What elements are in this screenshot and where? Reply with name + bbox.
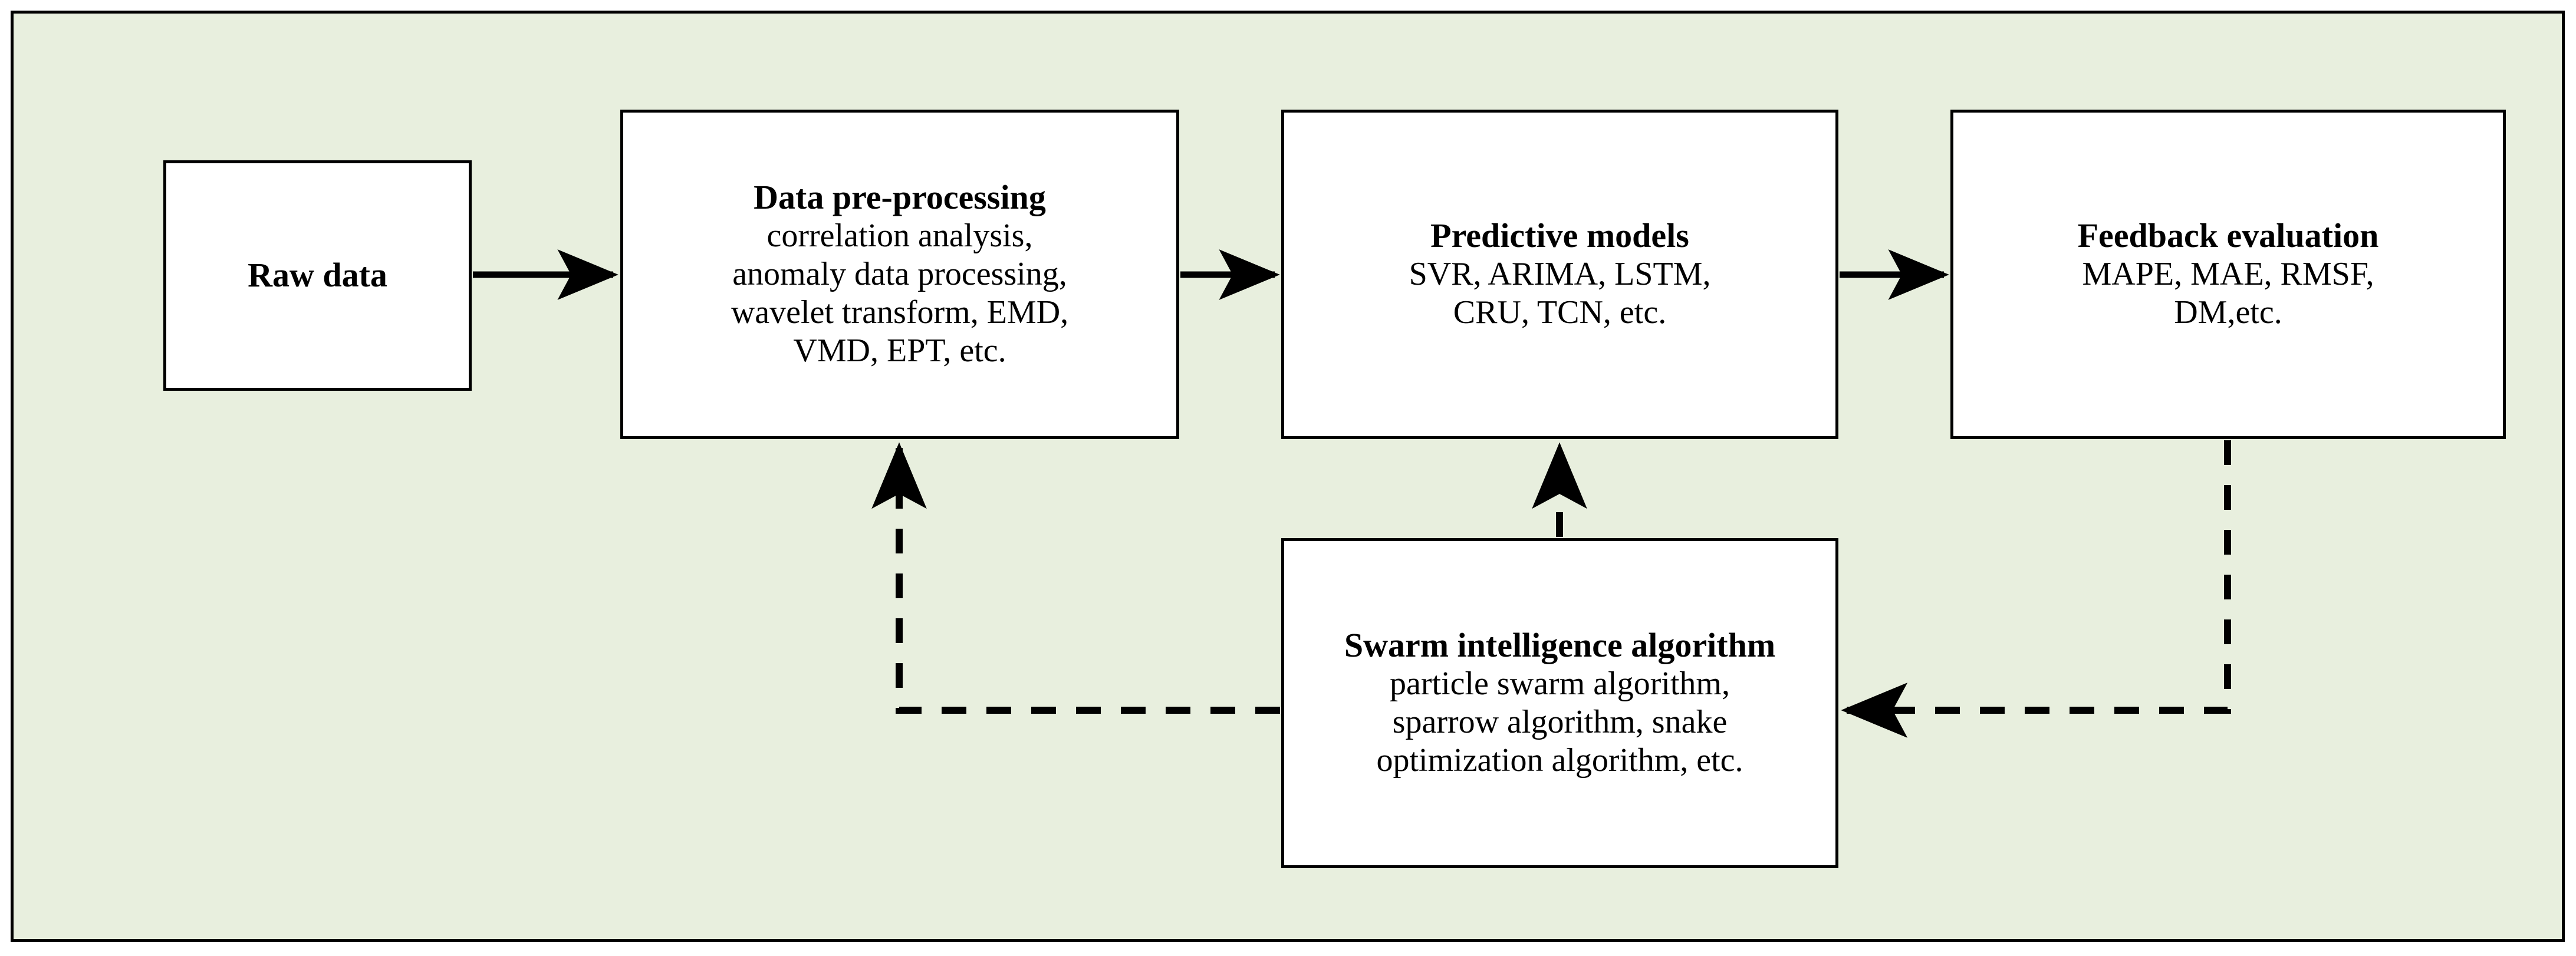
- node-swarm-intelligence-title: Swarm intelligence algorithm: [1344, 626, 1776, 665]
- node-feedback-evaluation-line-2: DM,etc.: [2174, 294, 2282, 331]
- node-predictive-models-title: Predictive models: [1430, 216, 1689, 255]
- node-data-preprocessing-line-2: anomaly data processing,: [732, 256, 1067, 293]
- node-data-preprocessing-line-3: wavelet transform, EMD,: [731, 294, 1069, 331]
- node-predictive-models[interactable]: Predictive models SVR, ARIMA, LSTM, CRU,…: [1281, 110, 1838, 439]
- node-feedback-evaluation[interactable]: Feedback evaluation MAPE, MAE, RMSF, DM,…: [1950, 110, 2506, 439]
- node-data-preprocessing-line-1: correlation analysis,: [766, 217, 1033, 255]
- node-feedback-evaluation-title: Feedback evaluation: [2077, 216, 2379, 255]
- node-swarm-intelligence-title-line-2: algorithm: [1631, 626, 1776, 665]
- node-data-preprocessing[interactable]: Data pre-processing correlation analysis…: [620, 110, 1179, 439]
- node-feedback-evaluation-body: MAPE, MAE, RMSF, DM,etc.: [2082, 255, 2374, 332]
- node-swarm-intelligence-body: particle swarm algorithm, sparrow algori…: [1376, 665, 1743, 780]
- node-swarm-intelligence-title-line-1: Swarm intelligence: [1344, 626, 1623, 665]
- node-data-preprocessing-title: Data pre-processing: [754, 178, 1046, 217]
- node-swarm-intelligence[interactable]: Swarm intelligence algorithm particle sw…: [1281, 538, 1838, 868]
- node-swarm-intelligence-line-1: particle swarm algorithm,: [1390, 665, 1730, 703]
- node-predictive-models-line-2: CRU, TCN, etc.: [1453, 294, 1667, 331]
- node-predictive-models-line-1: SVR, ARIMA, LSTM,: [1409, 256, 1711, 293]
- node-raw-data[interactable]: Raw data: [163, 160, 472, 391]
- node-data-preprocessing-body: correlation analysis, anomaly data proce…: [731, 217, 1068, 370]
- node-raw-data-title: Raw data: [248, 256, 387, 295]
- node-feedback-evaluation-line-1: MAPE, MAE, RMSF,: [2082, 256, 2374, 293]
- node-data-preprocessing-line-4: VMD, EPT, etc.: [793, 332, 1006, 369]
- node-predictive-models-body: SVR, ARIMA, LSTM, CRU, TCN, etc.: [1409, 255, 1711, 332]
- node-swarm-intelligence-line-2: sparrow algorithm, snake: [1392, 704, 1728, 740]
- node-swarm-intelligence-line-3: optimization algorithm, etc.: [1376, 741, 1743, 779]
